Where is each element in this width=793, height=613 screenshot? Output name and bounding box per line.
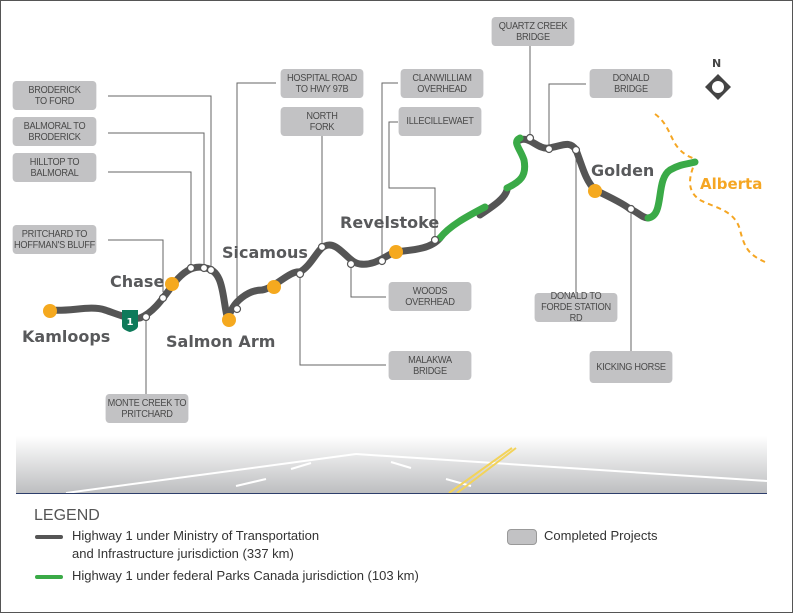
project-pritchard-to-hoffmans-bluff[interactable]: PRITCHARD TO HOFFMAN'S BLUFF [12, 225, 97, 254]
city-kamloops: Kamloops [22, 327, 111, 346]
legend-completed-label: Completed Projects [544, 528, 658, 543]
north-arrow-icon [705, 74, 731, 100]
alberta-border [654, 113, 766, 263]
road-banner-illustration [16, 436, 767, 494]
city-sicamous: Sicamous [222, 243, 308, 262]
project-woods-overhead[interactable]: WOODS OVERHEAD [388, 282, 472, 311]
project-quartz-creek-bridge[interactable]: QUARTZ CREEK BRIDGE [491, 17, 575, 46]
highway-shield-icon: 1 [122, 310, 138, 332]
city-salmon-arm: Salmon Arm [166, 332, 276, 351]
project-donald-bridge[interactable]: DONALD BRIDGE [589, 69, 673, 98]
leader-lines [108, 44, 632, 396]
legend-ministry-swatch [35, 535, 63, 539]
north-label: N [712, 57, 722, 70]
project-hospital-road-to-hwy-97b[interactable]: HOSPITAL ROAD TO HWY 97B [280, 69, 364, 98]
project-donald-to-forde-station-rd[interactable]: DONALD TO FORDE STATION RD [534, 291, 618, 324]
svg-text:1: 1 [127, 317, 134, 328]
project-north-fork[interactable]: NORTH FORK [280, 107, 364, 136]
city-revelstoke: Revelstoke [340, 213, 440, 232]
city-golden: Golden [591, 161, 655, 180]
legend-ministry-label: Highway 1 under Ministry of Transportati… [72, 528, 320, 561]
project-clanwilliam-overhead[interactable]: CLANWILLIAM OVERHEAD [400, 69, 484, 98]
project-broderick-to-ford[interactable]: BRODERICK TO FORD [12, 81, 97, 110]
city-markers [43, 184, 602, 327]
legend-completed-swatch [507, 529, 537, 545]
legend-title: LEGEND [34, 507, 100, 524]
project-monte-creek-to-pritchard[interactable]: MONTE CREEK TO PRITCHARD [105, 394, 189, 423]
project-illecillewaet[interactable]: ILLECILLEWAET [398, 107, 482, 136]
project-kicking-horse[interactable]: KICKING HORSE [589, 351, 673, 383]
city-chase: Chase [110, 272, 165, 291]
project-balmoral-to-broderick[interactable]: BALMORAL TO BRODERICK [12, 117, 97, 146]
project-malakwa-bridge[interactable]: MALAKWA BRIDGE [388, 351, 472, 380]
legend-parks-swatch [35, 575, 63, 579]
legend-parks-label: Highway 1 under federal Parks Canada jur… [72, 568, 419, 583]
project-hilltop-to-balmoral[interactable]: HILLTOP TO BALMORAL [12, 153, 97, 182]
province-alberta: Alberta [700, 175, 763, 193]
project-dots [141, 133, 636, 322]
